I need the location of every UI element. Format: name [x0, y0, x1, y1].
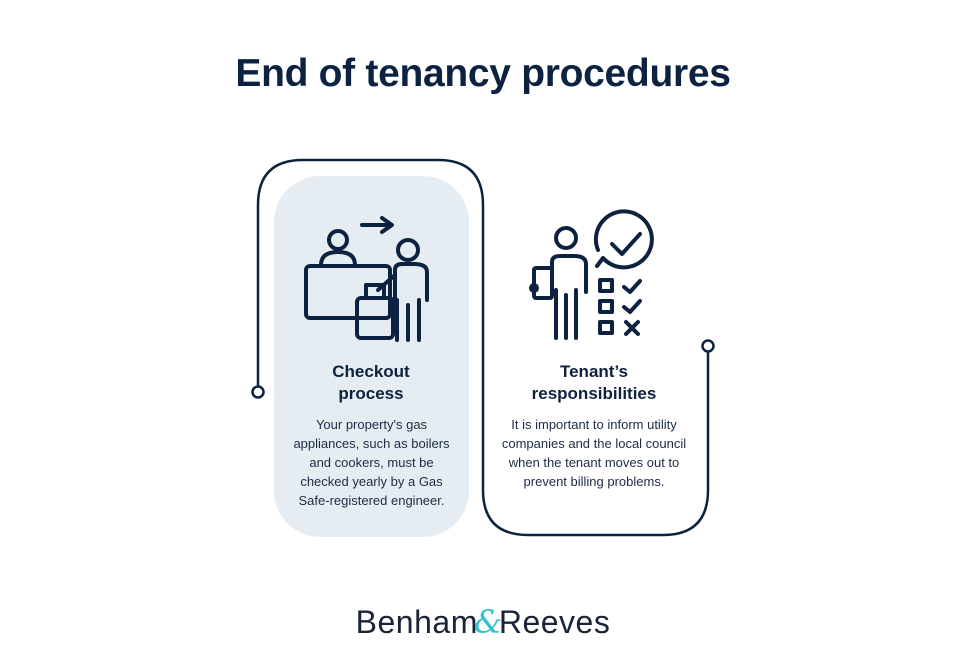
checkout-description: Your property's gas appliances, such as … — [293, 417, 450, 508]
checkout-panel-background — [274, 176, 469, 537]
checklist-person-icon — [529, 209, 654, 340]
flow-end-node — [701, 339, 715, 353]
brand-logo: Benham&Reeves — [0, 603, 966, 641]
logo-part1: Benham — [355, 604, 478, 640]
tenant-heading-line2: responsibilities — [531, 384, 657, 403]
checkout-heading: Checkout process — [271, 361, 471, 405]
page-title: End of tenancy procedures — [235, 52, 731, 95]
logo-ampersand: & — [473, 603, 503, 641]
checkout-heading-line2: process — [338, 384, 404, 403]
tenant-heading-line1: Tenant’s — [559, 362, 628, 381]
flow-start-node — [251, 385, 265, 399]
tenant-heading: Tenant’s responsibilities — [494, 361, 694, 405]
tenant-description: It is important to inform utility compan… — [501, 417, 687, 489]
checkout-heading-line1: Checkout — [332, 362, 410, 381]
checkout-desk-icon — [304, 216, 429, 342]
logo-part2: Reeves — [498, 604, 611, 640]
